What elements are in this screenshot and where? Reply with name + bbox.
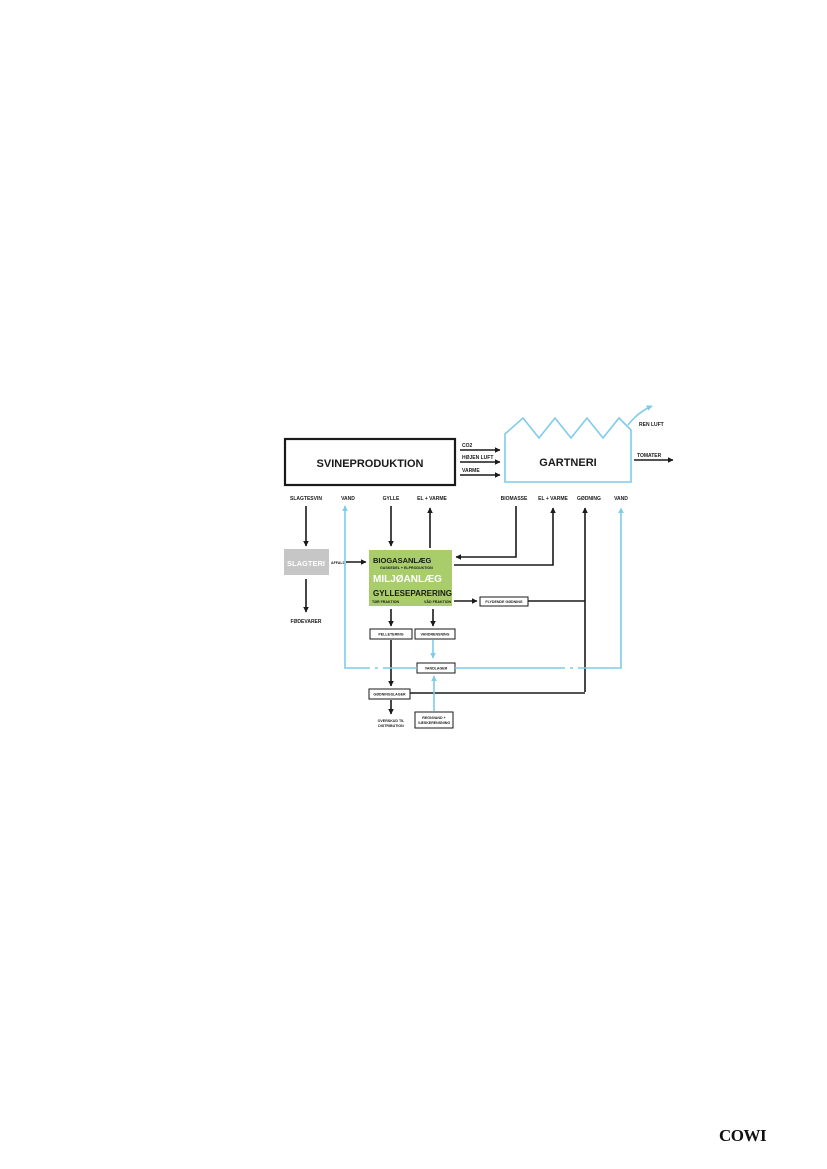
godningslager-label: GØDNINGSLAGER	[373, 693, 406, 697]
slagtesvin-label: SLAGTESVIN	[290, 496, 322, 502]
vandrensning-box	[414, 628, 456, 640]
arrow-biomasse	[455, 506, 517, 560]
pelletering-box	[369, 628, 413, 640]
gylle-label: GYLLE	[383, 496, 400, 502]
biogas-sub: GASKEDEL + ELPRODUKTION	[380, 566, 433, 570]
el-varme-label: EL + VARME	[538, 496, 568, 502]
svineproduktion-label: SVINEPRODUKTION	[317, 458, 424, 470]
water-return-svin	[342, 505, 417, 669]
overskud-label: OVERSKUD TIL	[378, 719, 406, 723]
slagteri-box	[284, 549, 329, 575]
regnvand-box	[414, 711, 454, 729]
biogas-title: BIOGASANLÆG	[373, 556, 432, 565]
svineproduktion-box	[283, 437, 457, 487]
arrow-el-varme-gartneri	[454, 507, 556, 566]
biogas-block	[369, 550, 452, 606]
vand-label: VAND	[341, 496, 355, 502]
regnvand-label: REGNVAND +	[422, 716, 445, 720]
cowi-logo: COWI	[719, 1126, 767, 1145]
godningslager-box	[368, 688, 411, 700]
tomater-label: TOMATER	[637, 453, 662, 459]
input-label: VARME	[462, 468, 480, 474]
input-label: HØJEN LUFT	[462, 455, 493, 461]
vad-fraktion: VÅD FRAKTION	[424, 599, 452, 604]
godning-label: GØDNING	[577, 496, 601, 502]
water-return-gartneri	[455, 507, 624, 669]
vandlager-label: VANDLAGER	[425, 667, 448, 671]
vandrensning-label: VANDRENSNING	[421, 633, 450, 637]
input-label: CO2	[462, 443, 473, 449]
gartneri-label: GARTNERI	[539, 457, 596, 469]
ren-luft-label: REN LUFT	[639, 422, 664, 428]
gartneri-greenhouse	[504, 416, 632, 483]
arrow-ren-luft	[627, 405, 653, 426]
overskud-label: DISTRIBUTION	[378, 724, 404, 728]
tor-fraktion: TØR FRAKTION	[372, 600, 400, 604]
fodevarer-label: FØDEVARER	[290, 619, 321, 625]
miljoanlaeg-title: MILJØANLÆG	[373, 574, 442, 585]
affald-label: AFFALD	[331, 561, 346, 565]
el-varme-label: EL + VARME	[417, 496, 447, 502]
pelletering-label: PELLETERING	[378, 633, 403, 637]
gylleseparering-title: GYLLESEPARERING	[373, 589, 452, 598]
vand-label: VAND	[614, 496, 628, 502]
biomasse-label: BIOMASSE	[501, 496, 528, 502]
regnvand-label: VÆSKERENSNING	[418, 721, 451, 725]
flydende-label: FLYDENDE GØDNING	[485, 600, 522, 604]
slagteri-label: SLAGTERI	[287, 559, 325, 568]
